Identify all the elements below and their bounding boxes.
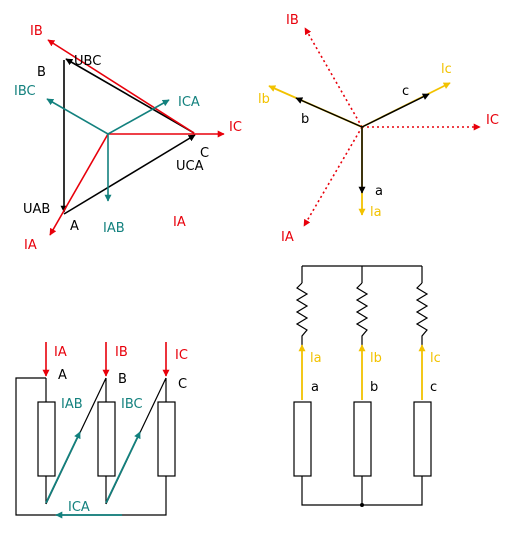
coil-c (415, 282, 429, 345)
label-b: b (301, 112, 309, 127)
resistor-b (353, 401, 372, 477)
c-voltage-arrow (361, 93, 430, 128)
label-ubc: UBC (74, 54, 101, 69)
label-ia: IA (24, 238, 37, 253)
label-c: C (178, 377, 187, 392)
label-ia: IA (54, 345, 67, 360)
ia-dotted-arrow (303, 126, 363, 227)
label-lc: lc (441, 62, 452, 77)
label-a: A (58, 368, 67, 383)
label-c: c (402, 84, 409, 99)
label-ib: IB (286, 13, 299, 28)
label-vertex-c: C (200, 146, 209, 161)
ibc-current-arrow (105, 431, 141, 504)
label-uab: UAB (23, 202, 50, 217)
label-ibc: IBC (14, 84, 36, 99)
label-la: la (370, 205, 382, 220)
label-ib: IB (115, 345, 128, 360)
resistor-ca (157, 401, 176, 477)
ib-arrow (47, 39, 195, 134)
label-iab: IAB (103, 221, 125, 236)
label-ica: ICA (68, 500, 90, 515)
resistor-a (293, 401, 312, 477)
resistor-bc (97, 401, 116, 477)
coil-a (295, 282, 309, 345)
label-ic: IC (229, 120, 242, 135)
star-phasor-diagram: IB lc lb c b IC a la IA (258, 13, 499, 245)
delta-phasor-diagram: IB B UBC IBC ICA IC C UCA UAB A IAB IA I… (14, 24, 242, 253)
label-la: la (310, 351, 322, 366)
ubc-arrow (65, 58, 195, 134)
label-vertex-a: A (70, 219, 79, 234)
b-voltage-arrow (295, 97, 363, 128)
label-iab: IAB (61, 397, 83, 412)
label-a: a (375, 184, 383, 199)
label-ic: IC (175, 348, 188, 363)
iab-current-arrow (45, 431, 81, 504)
coil-b (355, 282, 369, 345)
neutral-point (360, 503, 364, 507)
label-b: B (118, 372, 127, 387)
delta-circuit: IA IB IC A B C IAB IBC ICA (15, 342, 188, 519)
label-ica: ICA (178, 95, 200, 110)
label-uca: UCA (176, 159, 204, 174)
label-ic: IC (486, 113, 499, 128)
resistor-c (413, 401, 432, 477)
ib-dotted-arrow (304, 27, 363, 128)
star-top-bus (301, 265, 423, 283)
label-ia-extra: IA (173, 215, 186, 230)
label-ib: IB (30, 24, 43, 39)
ia-arrow (49, 133, 109, 236)
label-c: c (430, 380, 437, 395)
ibc-arrow (46, 98, 109, 135)
label-vertex-b: B (37, 65, 46, 80)
star-circuit: la lb lc a b c (293, 265, 441, 507)
label-lb: lb (258, 92, 270, 107)
star-bottom-bus (301, 476, 423, 506)
label-b: b (370, 380, 378, 395)
label-ia: IA (281, 230, 294, 245)
label-lb: lb (370, 351, 382, 366)
label-ibc: IBC (121, 397, 143, 412)
label-a: a (311, 380, 319, 395)
resistor-ab (37, 401, 56, 477)
uca-arrow (63, 134, 196, 215)
label-lc: lc (430, 351, 441, 366)
ica-arrow (107, 99, 170, 135)
